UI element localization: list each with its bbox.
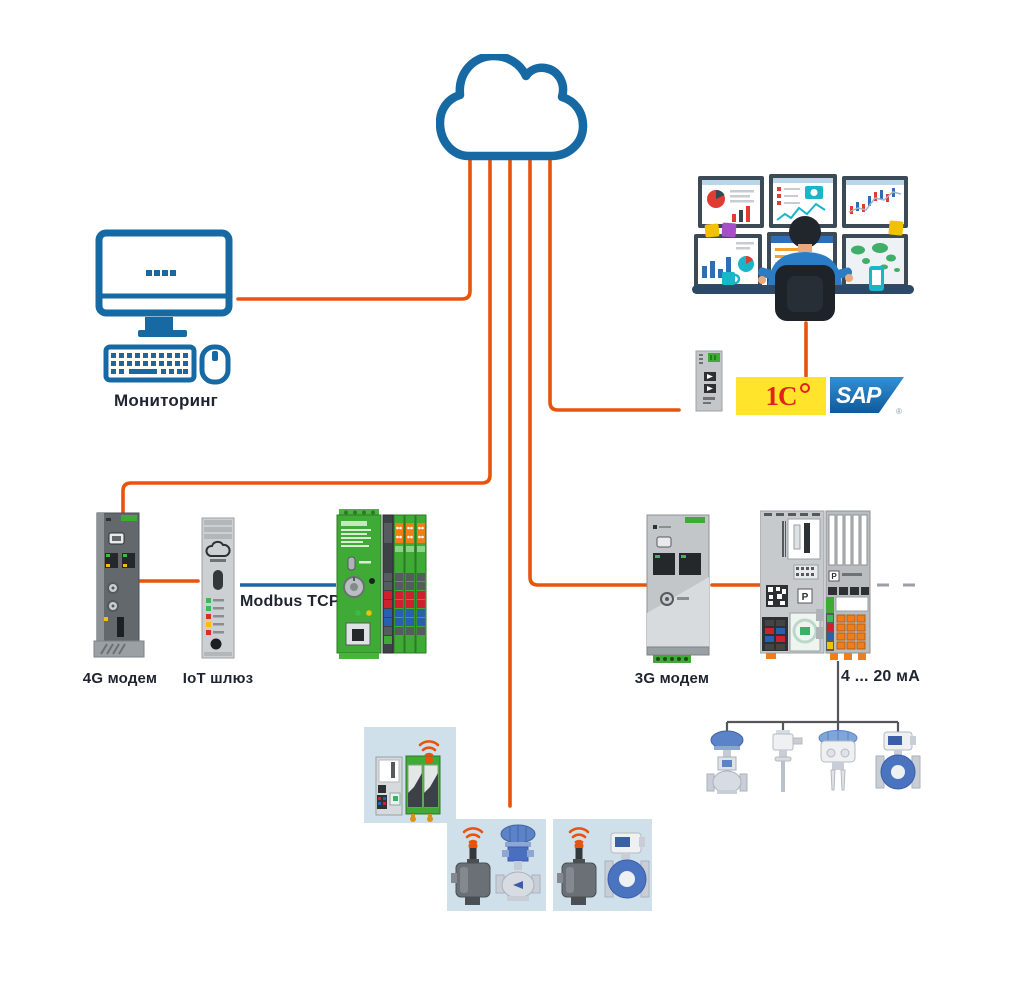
modem-3g-label: 3G модем bbox=[634, 670, 710, 687]
line-cloud-erp bbox=[548, 155, 681, 412]
operator-person bbox=[757, 216, 853, 321]
wireless-panel-flowmeter bbox=[553, 819, 652, 911]
cloud-icon bbox=[436, 54, 588, 161]
erp-din-device-icon bbox=[695, 350, 723, 412]
modbus-tcp-label: Modbus TCP bbox=[240, 593, 340, 610]
logo-1c-registered-mark bbox=[800, 383, 810, 393]
control-valve-icon bbox=[495, 824, 541, 901]
line-cloud-monitoring bbox=[236, 155, 472, 301]
coffee-mug-icon bbox=[722, 272, 741, 285]
wifi-signal-icon bbox=[568, 827, 590, 844]
radio-modules-icon bbox=[405, 755, 441, 822]
sticky-note-icon bbox=[888, 220, 904, 236]
modem-4g-device bbox=[93, 512, 145, 658]
control-room-illustration bbox=[692, 174, 914, 321]
logo-1c-text: 1С bbox=[765, 380, 798, 411]
wireless-panel-radioline bbox=[364, 727, 456, 823]
wireless-panel-valve bbox=[447, 819, 546, 911]
modem-3g-device bbox=[646, 514, 710, 663]
field-instruments bbox=[706, 730, 921, 794]
current-loop-label: 4 ... 20 мА bbox=[841, 668, 920, 685]
logo-1c: 1С bbox=[736, 377, 826, 415]
line-cloud-4g-modem bbox=[121, 155, 492, 515]
wifi-signal-icon bbox=[462, 827, 484, 844]
iot-gateway-device bbox=[201, 517, 235, 659]
line-cloud-3g-modem bbox=[528, 155, 648, 587]
flowmeter-icon bbox=[604, 832, 650, 899]
sticky-note-icon bbox=[721, 222, 737, 238]
sticky-note-icon bbox=[704, 223, 720, 238]
logo-sap: SAP bbox=[830, 377, 904, 413]
modem-4g-label: 4G модем bbox=[82, 670, 158, 687]
wireless-adapter-icon bbox=[557, 841, 597, 905]
logo-sap-registered-mark: ® bbox=[896, 407, 902, 416]
control-valve-icon bbox=[706, 730, 748, 794]
level-switch-icon bbox=[818, 730, 858, 791]
wifi-signal-icon bbox=[418, 740, 440, 764]
monitoring-label: Мониторинг bbox=[114, 391, 218, 410]
iot-gateway-label: IoT шлюз bbox=[182, 670, 254, 687]
plc-gray-device: P P bbox=[760, 510, 871, 660]
din-module-icon bbox=[375, 756, 403, 816]
logo-sap-text: SAP bbox=[836, 381, 881, 408]
flowmeter-icon bbox=[875, 731, 921, 790]
svg-text:P: P bbox=[831, 572, 837, 581]
phone-icon bbox=[869, 266, 884, 291]
monitor-keyboard-mouse-icon bbox=[95, 229, 233, 385]
wireless-adapter-icon bbox=[451, 841, 491, 905]
svg-text:P: P bbox=[802, 592, 809, 603]
dashboard-monitors bbox=[698, 174, 908, 228]
plc-green-device bbox=[336, 509, 427, 659]
wireless-module-group bbox=[375, 740, 441, 822]
temperature-probe-icon bbox=[772, 730, 803, 792]
